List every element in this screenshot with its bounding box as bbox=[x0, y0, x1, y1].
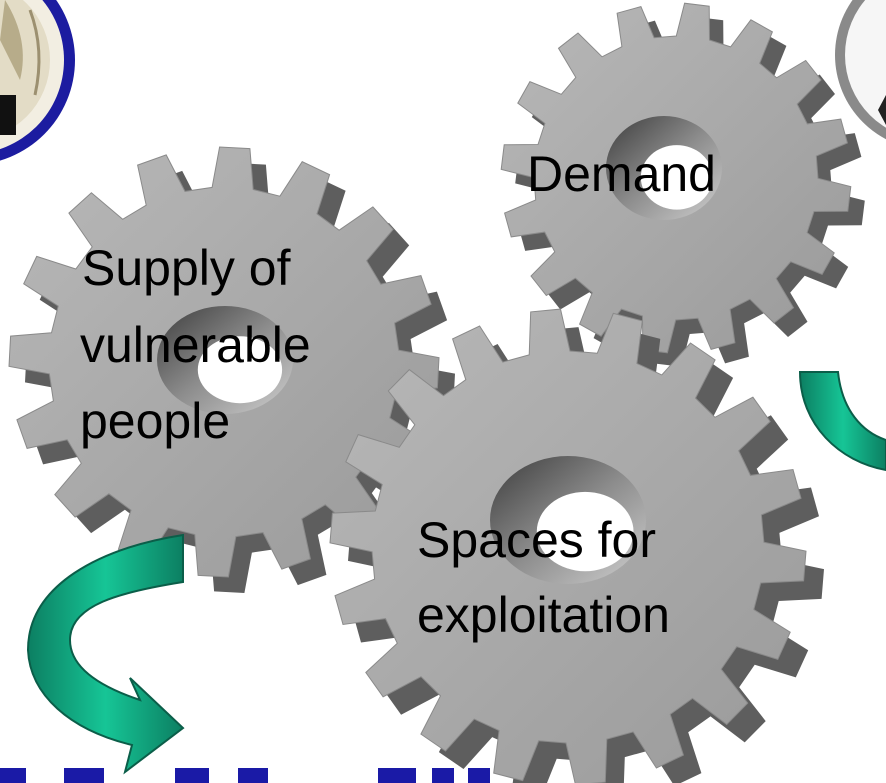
gear-label-supply-line2: vulnerable bbox=[80, 317, 311, 373]
right-seal-icon bbox=[835, 0, 886, 140]
gear-demand bbox=[500, 2, 865, 367]
gear-supply bbox=[8, 146, 455, 593]
gear-hole-opening bbox=[536, 491, 634, 572]
gear-label-supply-line1: Supply of bbox=[82, 240, 291, 296]
gear-spaces bbox=[329, 308, 824, 783]
left-seal-icon bbox=[0, 0, 75, 161]
curved-arrow-left-icon bbox=[26, 533, 185, 775]
gear-hole-opening bbox=[640, 145, 713, 210]
gear-label-supply-line3: people bbox=[80, 393, 230, 449]
gear-label-spaces-line1: Spaces for bbox=[417, 512, 656, 568]
gear-hole-opening bbox=[197, 336, 283, 404]
gear-label-spaces-line2: exploitation bbox=[417, 587, 670, 643]
curved-arrow-right-icon bbox=[798, 371, 886, 472]
bottom-cut-text bbox=[0, 768, 490, 783]
gear-label-demand: Demand bbox=[527, 146, 716, 202]
